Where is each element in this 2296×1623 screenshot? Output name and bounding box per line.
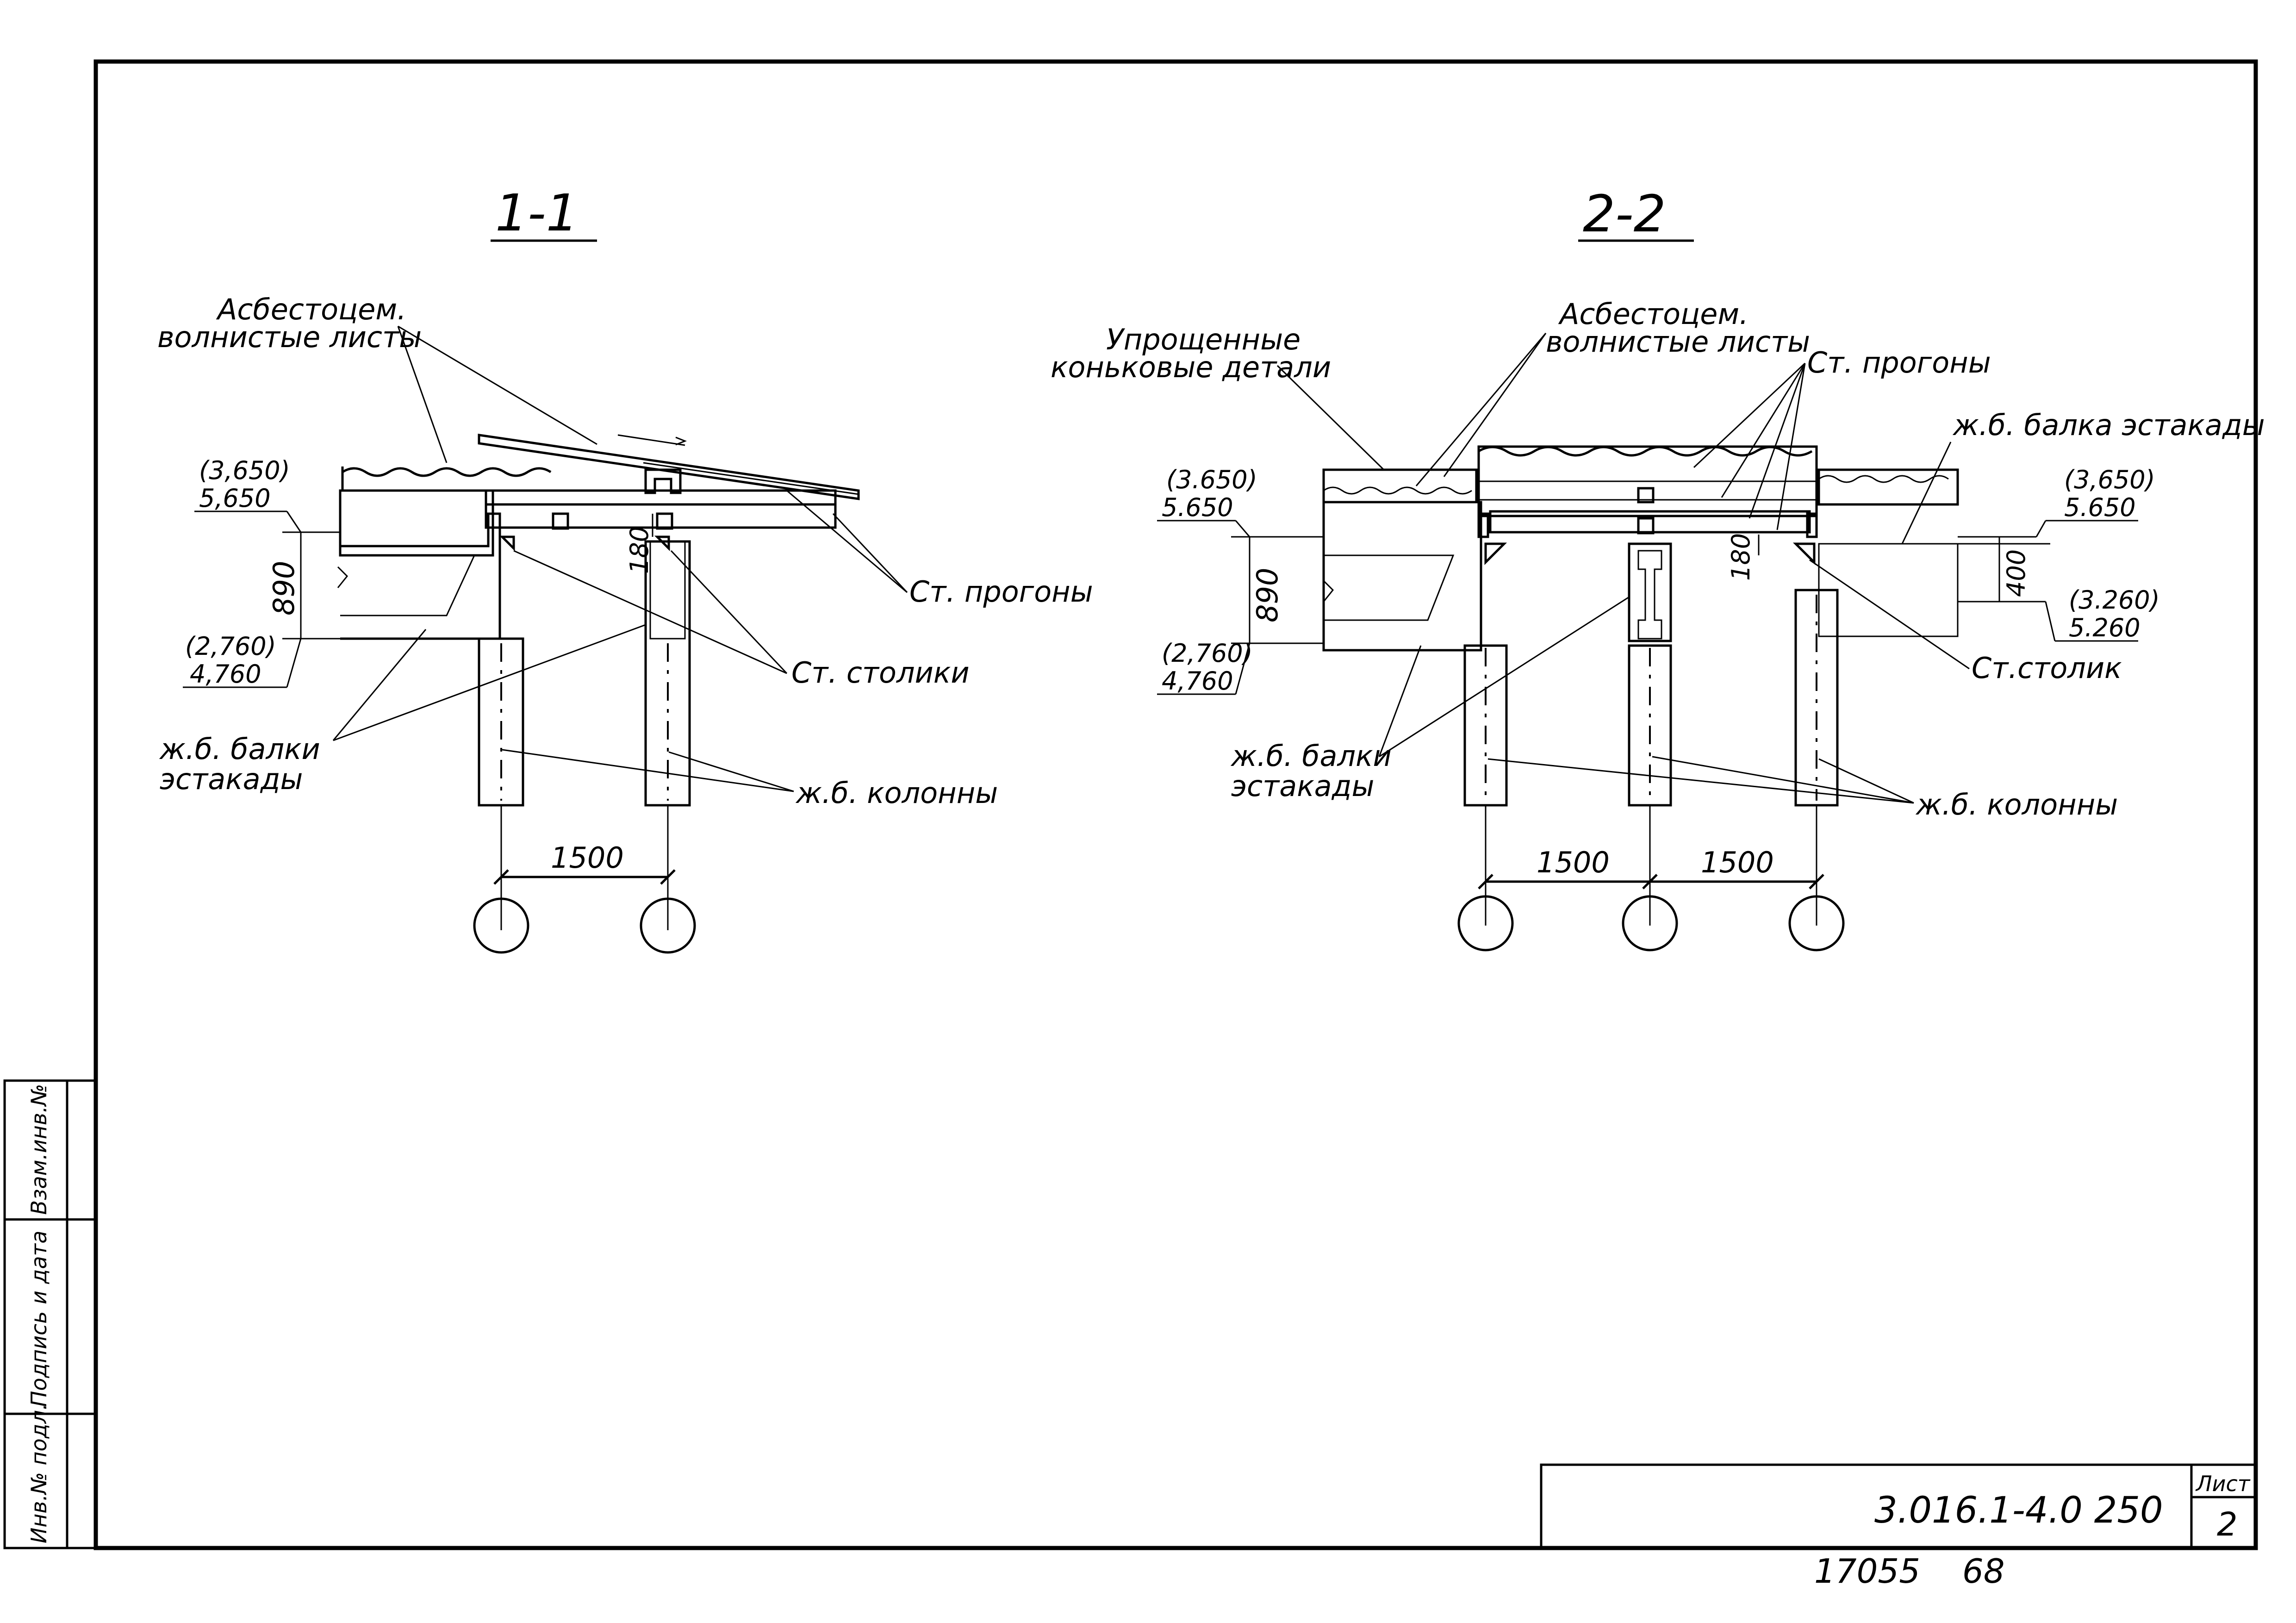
- section-2-2: 2-2: [1051, 184, 2265, 951]
- side-stamp: Инв.№ подл. Подпись и дата Взам.инв.№: [3, 1079, 97, 1549]
- order-number: 17055: [1814, 1552, 1920, 1591]
- span-1: 1500: [551, 841, 624, 875]
- label-tables-1: Ст. столики: [791, 656, 970, 690]
- mark2-top-a: (3.650): [1166, 465, 1257, 494]
- mark-top-a: (3,650): [199, 456, 290, 485]
- label-beams-2a: ж.б. балки: [1230, 739, 1392, 773]
- section-title-2-2: 2-2: [1583, 184, 1666, 243]
- label-columns-1: ж.б. колонны: [795, 776, 998, 810]
- stamp-inv-replace: Взам.инв.№: [26, 1084, 51, 1215]
- mark2-r1-b: 5.650: [2064, 493, 2136, 522]
- label-columns-2: ж.б. колонны: [1915, 788, 2118, 821]
- label-table-2: Ст.столик: [1972, 651, 2122, 685]
- label-asbestos-2a: Асбестоцем.: [1558, 297, 1748, 331]
- span-2b: 1500: [1701, 846, 1774, 879]
- mark2-r1-a: (3,650): [2064, 465, 2155, 494]
- label-asbestos-2: волнистые листы: [157, 320, 422, 354]
- label-beams-2b: эстакады: [1231, 769, 1375, 803]
- dim2-890: 890: [1251, 568, 1284, 622]
- mark2-top-b: 5.650: [1162, 493, 1233, 522]
- stamp-inv-orig: Инв.№ подл.: [26, 1403, 51, 1543]
- mark2-bot-b: 4,760: [1162, 666, 1233, 696]
- label-beam-top-2: ж.б. балка эстакады: [1952, 408, 2265, 442]
- axis-circle: [473, 897, 529, 954]
- dim-180: 180: [625, 526, 654, 574]
- mark-bot-a: (2,760): [185, 632, 276, 661]
- label-asbestos-2b: волнистые листы: [1546, 325, 1810, 359]
- span-2a: 1500: [1537, 846, 1610, 879]
- label-ridge-1: Упрощенные: [1106, 323, 1300, 356]
- mark2-r2-a: (3.260): [2069, 585, 2160, 615]
- label-purlins-1: Ст. прогоны: [909, 575, 1093, 609]
- page-number: 68: [1962, 1552, 2005, 1591]
- label-purlins-2: Ст. прогоны: [1807, 346, 1991, 379]
- axis-circle: [1622, 895, 1678, 951]
- section-1-1: 1-1 1500: [157, 183, 1093, 954]
- axis-circle: [1457, 895, 1514, 951]
- sheet-frame: [93, 59, 2258, 1550]
- mark-top-b: 5,650: [199, 484, 271, 513]
- sheet-label: Лист: [2195, 1471, 2251, 1496]
- label-beams-1b: эстакады: [160, 762, 303, 796]
- label-beams-1a: ж.б. балки: [159, 732, 320, 766]
- axis-circle: [640, 897, 696, 954]
- mark2-r2-b: 5.260: [2069, 613, 2140, 642]
- dim-890: 890: [267, 561, 301, 616]
- mark-bot-b: 4,760: [190, 659, 261, 689]
- dim2-180: 180: [1726, 533, 1755, 581]
- title-block: 3.016.1-4.0 250 Лист 2: [1540, 1463, 2257, 1549]
- drawing-code: 3.016.1-4.0 250: [1874, 1490, 2163, 1531]
- label-ridge-2: коньковые детали: [1051, 350, 1331, 384]
- sheet-number: 2: [2217, 1505, 2238, 1543]
- stamp-sign-date: Подпись и дата: [26, 1231, 51, 1407]
- section-title-1-1: 1-1: [495, 183, 579, 243]
- label-asbestos-1: Асбестоцем.: [216, 292, 406, 326]
- axis-circle: [1788, 895, 1845, 951]
- dim2-400: 400: [2002, 549, 2031, 597]
